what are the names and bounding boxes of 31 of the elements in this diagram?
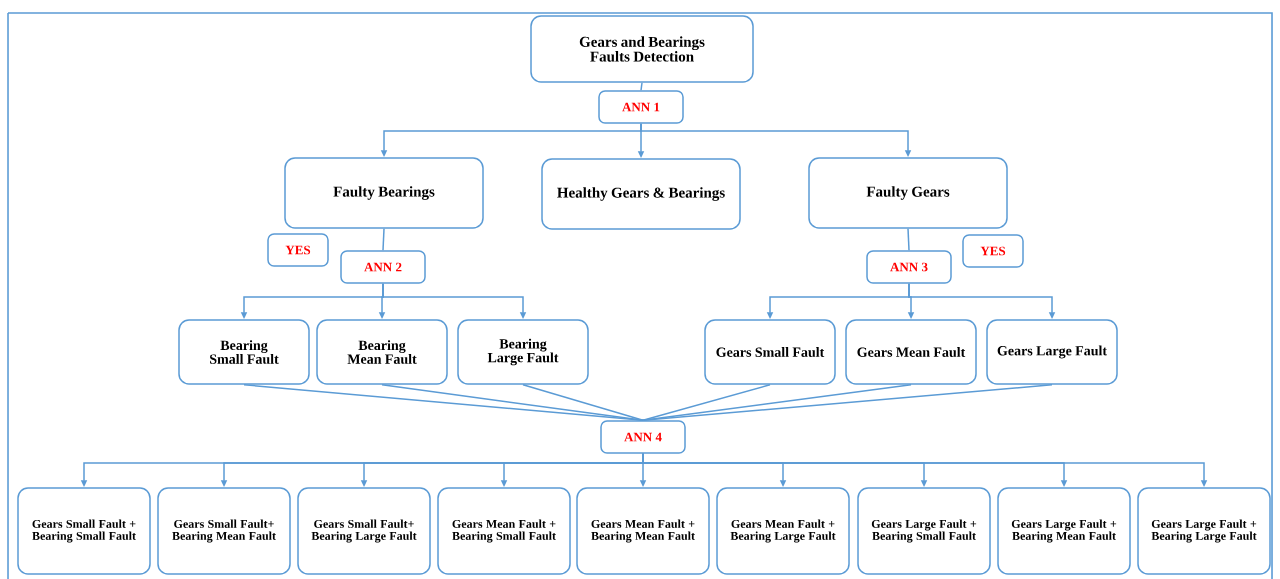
process-box: Gears and Bearings Faults Detection (530, 15, 754, 83)
process-box: Gears Small Fault+ Bearing Large Fault (297, 487, 431, 575)
connector (381, 384, 644, 421)
process-box: Gears Large Fault (986, 319, 1118, 385)
process-box: Faulty Bearings (284, 157, 484, 229)
process-box: Healthy Gears & Bearings (541, 158, 741, 230)
process-box: Gears Small Fault (704, 319, 836, 385)
process-box: Bearing Large Fault (457, 319, 589, 385)
process-box: Gears Mean Fault + Bearing Mean Fault (576, 487, 710, 575)
connector (382, 228, 385, 251)
connector (907, 228, 910, 251)
process-box: Bearing Small Fault (178, 319, 310, 385)
connector (640, 82, 643, 91)
process-box: Gears Large Fault + Bearing Mean Fault (997, 487, 1131, 575)
process-box: Faulty Gears (808, 157, 1008, 229)
connector (522, 384, 644, 421)
network-label-box: ANN 1 (598, 90, 684, 124)
network-label-box: ANN 3 (866, 250, 952, 284)
process-box: Gears Large Fault + Bearing Large Fault (1137, 487, 1271, 575)
process-box: Gears Mean Fault + Bearing Large Fault (716, 487, 850, 575)
process-box: Gears Large Fault + Bearing Small Fault (857, 487, 991, 575)
network-label-box: ANN 4 (600, 420, 686, 454)
network-label-box: YES (267, 233, 329, 267)
network-label-box: ANN 2 (340, 250, 426, 284)
connector (642, 384, 1053, 421)
process-box: Gears Small Fault+ Bearing Mean Fault (157, 487, 291, 575)
process-box: Gears Mean Fault + Bearing Small Fault (437, 487, 571, 575)
process-box: Bearing Mean Fault (316, 319, 448, 385)
network-label-box: YES (962, 234, 1024, 268)
process-box: Gears Mean Fault (845, 319, 977, 385)
process-box: Gears Small Fault + Bearing Small Fault (17, 487, 151, 575)
